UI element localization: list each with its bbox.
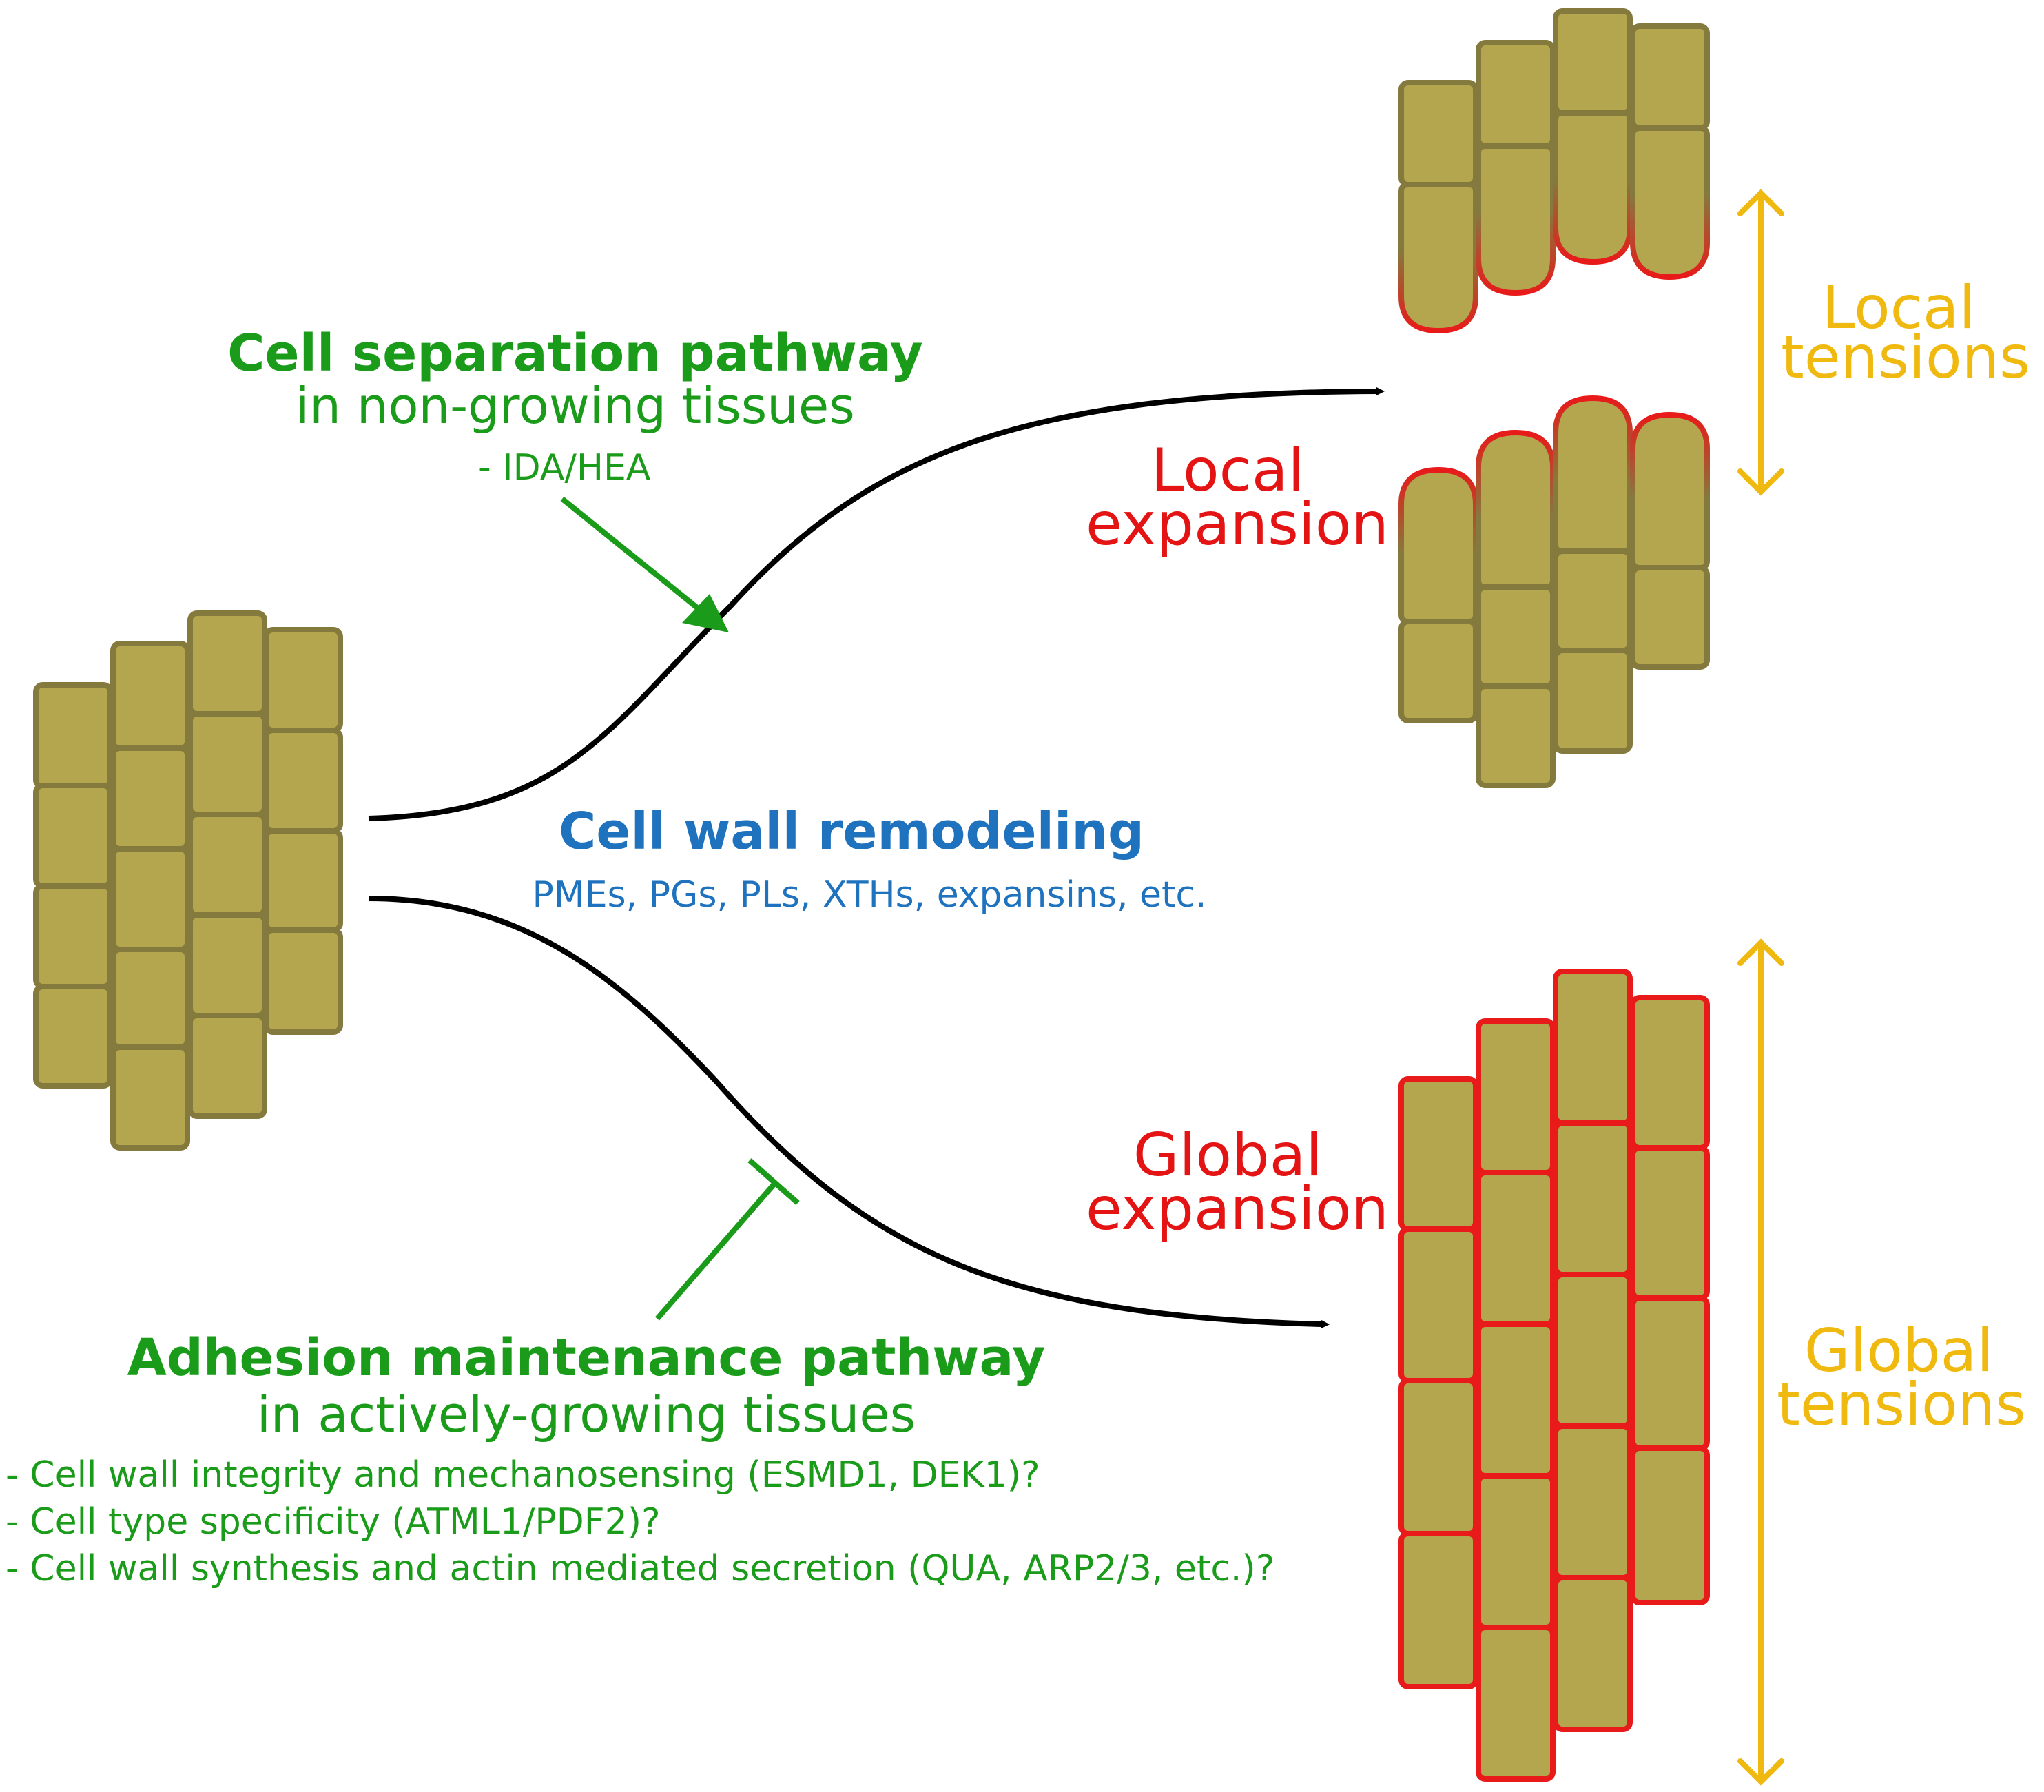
cell — [110, 641, 190, 751]
cell — [1398, 1531, 1478, 1689]
separation-title: Cell separation pathway — [227, 324, 923, 383]
separated-tissue-upper — [1398, 8, 1710, 334]
cell — [187, 912, 267, 1018]
adhesion-item: - Cell wall integrity and mechanosensing… — [6, 1454, 1040, 1496]
cell — [1398, 1378, 1478, 1536]
adhesion-item: - Cell wall synthesis and actin mediated… — [6, 1548, 1274, 1589]
remodeling-enzymes: PMEs, PGs, PLs, XTHs, expansins, etc. — [532, 874, 1206, 916]
inhibition-t-bar-icon — [654, 1180, 778, 1321]
local-expansion-label: Local — [1151, 436, 1305, 505]
cell — [1476, 1018, 1556, 1175]
cell — [187, 1013, 267, 1119]
cell — [110, 846, 190, 952]
cell — [1553, 548, 1633, 653]
cell — [1553, 8, 1633, 116]
adhesion-item: - Cell type specificity (ATML1/PDF2)? — [6, 1501, 661, 1543]
cell — [33, 883, 113, 989]
global-tension-label: Global — [1804, 1317, 1993, 1386]
cell — [1398, 619, 1478, 723]
separation-item: - IDA/HEA — [478, 447, 651, 488]
separating-cell — [1630, 411, 1710, 570]
adhesion-subtitle: in actively-growing tissues — [257, 1386, 916, 1443]
cell — [1630, 565, 1710, 670]
separating-cell — [1630, 125, 1710, 280]
arrow-icon — [560, 496, 699, 610]
cell — [110, 947, 190, 1050]
remodeling-title: Cell wall remodeling — [559, 802, 1144, 861]
separating-cell — [1398, 466, 1478, 624]
cell — [1553, 1120, 1633, 1277]
cell — [33, 783, 113, 889]
cell — [1398, 80, 1478, 187]
cell — [33, 682, 113, 790]
cell — [110, 1044, 190, 1151]
separation-subtitle: in non-growing tissues — [296, 377, 854, 435]
cell — [1553, 969, 1633, 1126]
global-tension-arrow — [1737, 938, 1784, 1786]
separating-cell — [1476, 143, 1556, 296]
t-bar-icon — [747, 1158, 800, 1205]
cell — [263, 828, 343, 933]
separating-cell — [1398, 182, 1478, 334]
cell — [1476, 1473, 1556, 1630]
expanded-tissue — [1398, 969, 1710, 1782]
cell — [263, 627, 343, 733]
cell — [1630, 995, 1710, 1151]
cell — [1476, 1321, 1556, 1479]
local-tension-label: Local — [1822, 274, 1976, 342]
local-expansion-label: expansion — [1086, 490, 1389, 559]
cell — [1398, 1226, 1478, 1383]
initial-tissue — [33, 610, 343, 1151]
cell — [187, 812, 267, 918]
separation-promote-arrow — [560, 496, 729, 632]
cell — [1630, 1145, 1710, 1301]
cell — [1476, 584, 1556, 689]
cell — [1630, 1295, 1710, 1451]
adhesion-inhibit-arrow — [654, 1158, 800, 1321]
cell — [110, 745, 190, 852]
cell — [33, 984, 113, 1089]
cell — [187, 711, 267, 817]
local-expansion-arrow-icon — [368, 387, 1385, 821]
separated-tissue-lower — [1398, 395, 1710, 788]
global-tension-label: tensions — [1777, 1370, 2026, 1439]
cell — [263, 728, 343, 834]
cell — [187, 610, 267, 717]
local-tension-label: tensions — [1781, 323, 2030, 392]
cell — [1398, 1076, 1478, 1232]
global-expansion-label: expansion — [1086, 1175, 1389, 1244]
arrowhead-icon — [682, 594, 729, 632]
cell — [1630, 1445, 1710, 1605]
cell — [1553, 648, 1633, 754]
cell — [1553, 1575, 1633, 1732]
cell — [1476, 1170, 1556, 1327]
cell — [1553, 1423, 1633, 1580]
pathway-arrows — [368, 387, 1385, 1328]
global-expansion-label: Global — [1133, 1121, 1322, 1190]
cell — [1553, 1272, 1633, 1429]
separating-cell — [1553, 110, 1633, 265]
separating-cell — [1553, 395, 1633, 554]
cell — [263, 927, 343, 1035]
local-tension-arrow — [1737, 189, 1784, 496]
separating-cell — [1476, 429, 1556, 590]
cell — [1476, 40, 1556, 149]
global-expansion-arrow-icon — [368, 896, 1330, 1328]
cell — [1476, 1625, 1556, 1782]
adhesion-title: Adhesion maintenance pathway — [127, 1328, 1046, 1388]
cell — [1630, 23, 1710, 131]
cell — [1476, 683, 1556, 788]
